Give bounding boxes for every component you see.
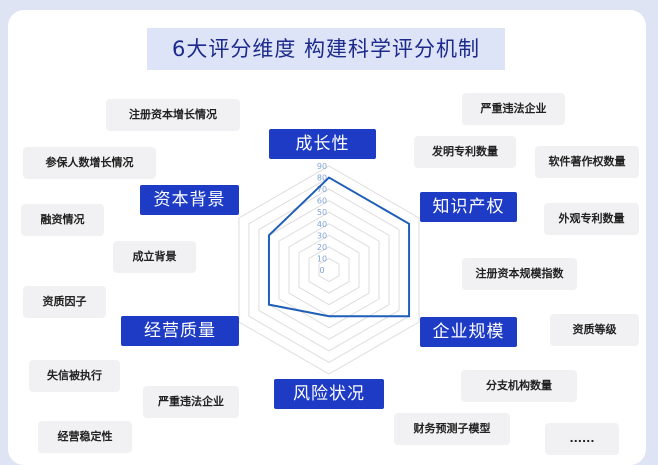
tag-insured-growth: 参保人数增长情况 xyxy=(23,147,156,179)
tag-operation-stability: 经营稳定性 xyxy=(38,421,132,453)
radar-grid-ring xyxy=(278,211,380,329)
dimension-scale: 企业规模 xyxy=(420,317,517,347)
tag-software-copyrights: 软件著作权数量 xyxy=(535,146,639,178)
tag-registered-capital-growth: 注册资本增长情况 xyxy=(106,99,240,131)
tag-registered-capital-scale: 注册资本规模指数 xyxy=(462,258,577,290)
tag-branch-count: 分支机构数量 xyxy=(461,370,577,402)
page-title: 6大评分维度 构建科学评分机制 xyxy=(147,28,505,70)
radar-tick-label: 0 xyxy=(319,266,324,275)
radar-grid-ring xyxy=(318,257,340,283)
radar-tick-label: 10 xyxy=(317,254,327,263)
tag-qualification-level: 资质等级 xyxy=(550,314,639,346)
radar-tick-label: 20 xyxy=(317,243,327,252)
dimension-ip: 知识产权 xyxy=(420,192,517,222)
tag-design-patents: 外观专利数量 xyxy=(544,203,639,235)
tag-financing: 融资情况 xyxy=(21,204,104,236)
radar-tick-label: 60 xyxy=(317,197,327,206)
dimension-growth: 成长性 xyxy=(269,129,376,159)
radar-grid xyxy=(238,165,420,375)
tag-financial-forecast-model: 财务预测子模型 xyxy=(394,413,510,445)
radar-tick-label: 30 xyxy=(317,231,327,240)
tag-invention-patents: 发明专利数量 xyxy=(414,136,516,168)
tag-serious-violation-left: 严重违法企业 xyxy=(143,386,239,418)
radar-tick-label: 70 xyxy=(317,185,327,194)
radar-grid-ring xyxy=(238,165,420,375)
radar-grid-ring xyxy=(298,234,360,306)
radar-tick-labels: 90 80 70 60 50 40 30 20 10 0 xyxy=(317,162,327,275)
radar-grid-ring xyxy=(268,200,390,340)
radar-chart: 90 80 70 60 50 40 30 20 10 0 xyxy=(238,162,420,375)
radar-tick-label: 90 xyxy=(317,162,327,171)
radar-grid-ring xyxy=(258,188,400,352)
tag-more: ...... xyxy=(545,423,619,455)
radar-tick-label: 40 xyxy=(317,220,327,229)
radar-tick-label: 80 xyxy=(317,174,327,183)
radar-data-polygon xyxy=(267,176,411,318)
tag-founding-background: 成立背景 xyxy=(113,241,196,273)
radar-tick-label: 50 xyxy=(317,208,327,217)
dimension-capital: 资本背景 xyxy=(140,185,239,215)
radar-grid-ring xyxy=(288,223,370,317)
dimension-risk: 风险状况 xyxy=(274,379,384,409)
tag-dishonest-executed: 失信被执行 xyxy=(29,360,120,392)
radar-grid-ring xyxy=(308,246,350,294)
dimension-operation: 经营质量 xyxy=(121,316,239,346)
tag-qualification-factor: 资质因子 xyxy=(23,286,106,318)
tag-serious-violation-right: 严重违法企业 xyxy=(462,93,565,125)
radar-grid-ring xyxy=(248,176,410,364)
